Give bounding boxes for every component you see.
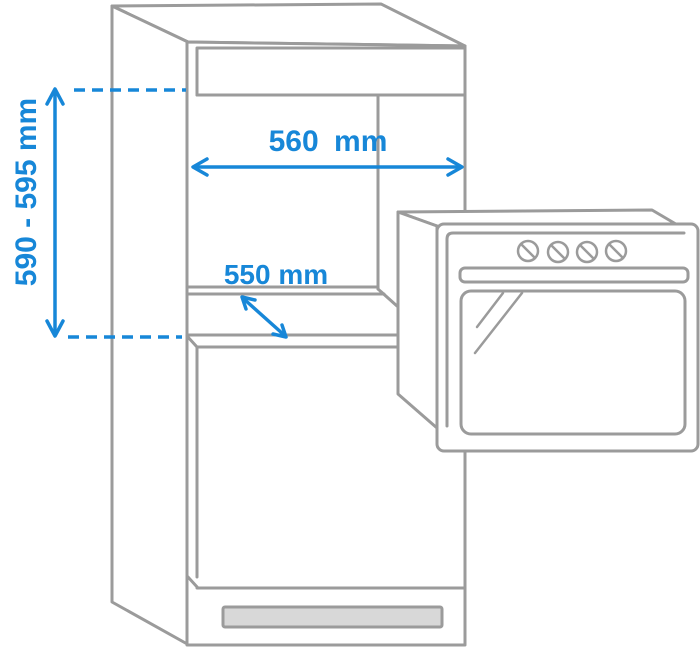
knob-icon bbox=[516, 239, 540, 263]
cabinet bbox=[110, 2, 467, 647]
niche-shelf bbox=[185, 285, 400, 349]
knob-icon bbox=[604, 239, 628, 263]
oven-door-window bbox=[459, 289, 687, 436]
oven-handle bbox=[458, 266, 690, 284]
dimension-niche-height: 590 - 595 mm bbox=[10, 87, 186, 339]
niche-height-label: 590 - 595 mm bbox=[10, 98, 43, 286]
width-arrow bbox=[191, 157, 464, 177]
cabinet-top-panel bbox=[195, 46, 467, 97]
dimension-niche-depth: 550 mm bbox=[224, 259, 328, 339]
dimension-niche-width: 560 mm bbox=[191, 125, 464, 177]
knob-icon bbox=[575, 240, 599, 264]
glass-reflection-lines bbox=[473, 291, 524, 355]
cabinet-lower-door bbox=[186, 345, 467, 590]
niche-width-label: 560 mm bbox=[269, 125, 388, 158]
niche-depth-label: 550 mm bbox=[224, 259, 328, 290]
cabinet-front-face bbox=[185, 40, 467, 647]
oven-left-side bbox=[396, 210, 439, 430]
oven bbox=[396, 208, 700, 453]
oven-panel-inner-edge bbox=[445, 231, 686, 428]
cabinet-left-side bbox=[110, 4, 191, 647]
plinth-vent-grille bbox=[221, 605, 444, 629]
knob-icon bbox=[546, 240, 570, 264]
height-arrow bbox=[45, 87, 65, 338]
oven-knobs bbox=[516, 239, 628, 264]
depth-arrow bbox=[240, 295, 288, 339]
